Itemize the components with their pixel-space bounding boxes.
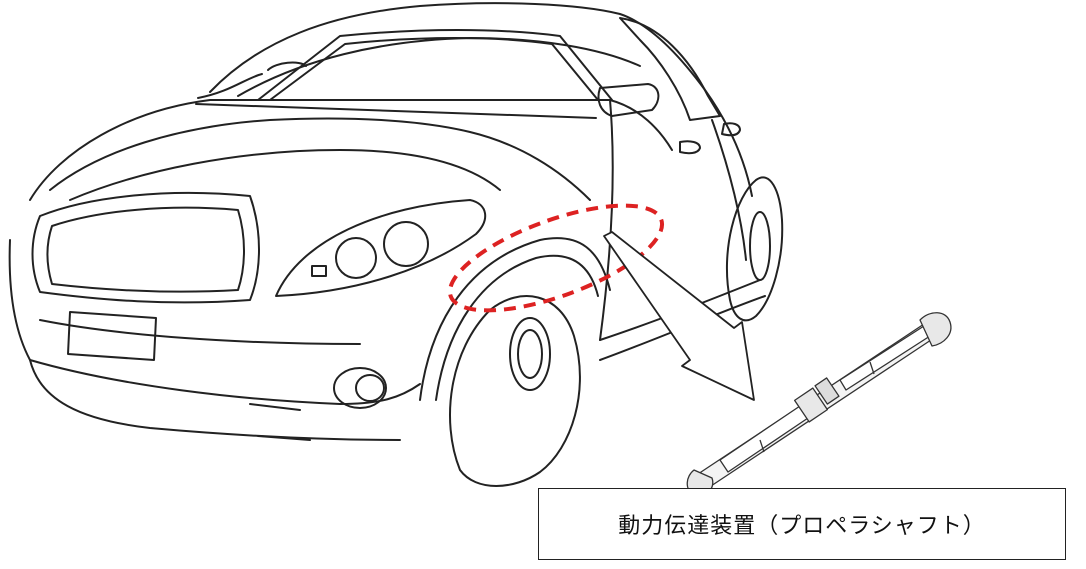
pointer-arrow	[603, 231, 755, 401]
caption-box: 動力伝達装置（プロペラシャフト）	[538, 488, 1066, 560]
car-line-drawing	[8, 2, 784, 487]
caption-label: 動力伝達装置（プロペラシャフト）	[618, 514, 986, 539]
highlight-ellipse	[447, 203, 665, 313]
propeller-shaft-icon	[686, 312, 952, 496]
